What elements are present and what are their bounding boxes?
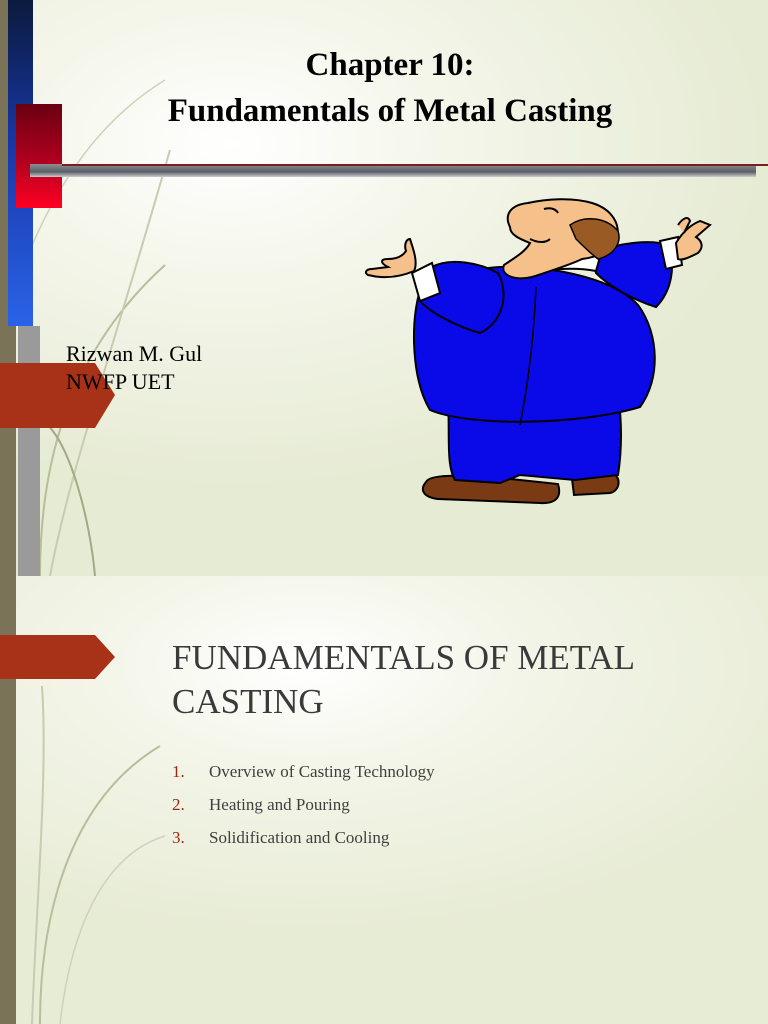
- pleading-man-icon: [364, 198, 712, 505]
- title-rule-line: [62, 164, 768, 166]
- title-line-1: Chapter 10:: [305, 47, 475, 83]
- list-item: 1. Overview of Casting Technology: [172, 760, 435, 793]
- list-item-text: Heating and Pouring: [209, 795, 350, 814]
- contents-slide: FUNDAMENTALS OF METAL CASTING 1. Overvie…: [0, 576, 768, 1024]
- topic-list: 1. Overview of Casting Technology 2. Hea…: [172, 760, 435, 859]
- list-item-text: Solidification and Cooling: [209, 828, 390, 847]
- arrow-marker-icon: [0, 635, 115, 679]
- list-item: 2. Heating and Pouring: [172, 793, 435, 826]
- list-item: 3. Solidification and Cooling: [172, 826, 435, 859]
- decorative-curves: [31, 685, 166, 1024]
- author-name: Rizwan M. Gul: [66, 341, 203, 366]
- red-accent-block: [16, 104, 62, 208]
- slide-title: FUNDAMENTALS OF METAL CASTING: [172, 638, 634, 721]
- list-item-number: 3.: [172, 828, 185, 847]
- arrow-marker-icon: [0, 363, 115, 428]
- list-item-number: 2.: [172, 795, 185, 814]
- side-strip: [0, 576, 16, 1024]
- title-line-2: Fundamentals of Metal Casting: [167, 93, 613, 129]
- title-slide: Chapter 10: Fundamentals of Metal Castin…: [0, 0, 768, 576]
- list-item-number: 1.: [172, 762, 185, 781]
- list-item-text: Overview of Casting Technology: [209, 762, 435, 781]
- title-rule: [30, 164, 756, 177]
- author-block: Rizwan M. Gul NWFP UET: [66, 340, 202, 396]
- slide-title: Chapter 10: Fundamentals of Metal Castin…: [60, 42, 720, 134]
- author-affiliation: NWFP UET: [66, 369, 175, 394]
